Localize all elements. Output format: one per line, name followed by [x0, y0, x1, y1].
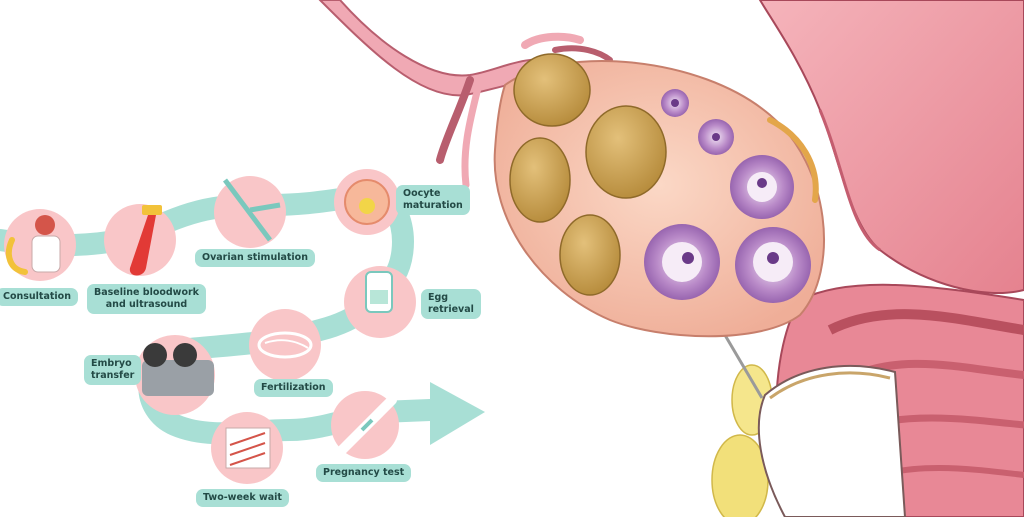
fallopian-tube [318, 0, 613, 189]
label-pregnancy-test: Pregnancy test [316, 464, 412, 482]
label-oocyte-maturation: Oocyte maturation [396, 185, 470, 215]
step-node-two-week-wait [211, 412, 283, 484]
blood-tube-icon [142, 205, 162, 215]
step-node-retrieval [344, 266, 416, 338]
label-egg-retrieval: Egg retrieval [421, 289, 481, 319]
syringe-icon [223, 178, 272, 242]
step-node-stimulation [214, 176, 286, 248]
step-node-maturation [334, 169, 400, 235]
ultrasound-probe [757, 364, 907, 518]
label-embryo-transfer: Embryo transfer [84, 355, 142, 385]
step-node-embryo-transfer [135, 335, 215, 415]
label-fertilization: Fertilization [254, 379, 333, 397]
label-consultation: Consultation [0, 288, 78, 306]
step-node-consultation [4, 209, 76, 281]
step-node-fertilization [249, 309, 321, 381]
embryo-transfer-icon [142, 360, 214, 396]
label-baseline: Baseline bloodwork and ultrasound [87, 284, 206, 314]
follicles-mature [509, 53, 667, 296]
doctor-icon [35, 215, 55, 235]
petri-dish-icon [257, 331, 313, 359]
label-ovarian-stimulation: Ovarian stimulation [195, 249, 315, 267]
label-two-week-wait: Two-week wait [196, 489, 289, 507]
step-node-baseline [104, 204, 176, 276]
arrow-head [430, 382, 485, 445]
step-node-pregnancy-test [331, 391, 399, 459]
follicles-developing [644, 89, 811, 303]
